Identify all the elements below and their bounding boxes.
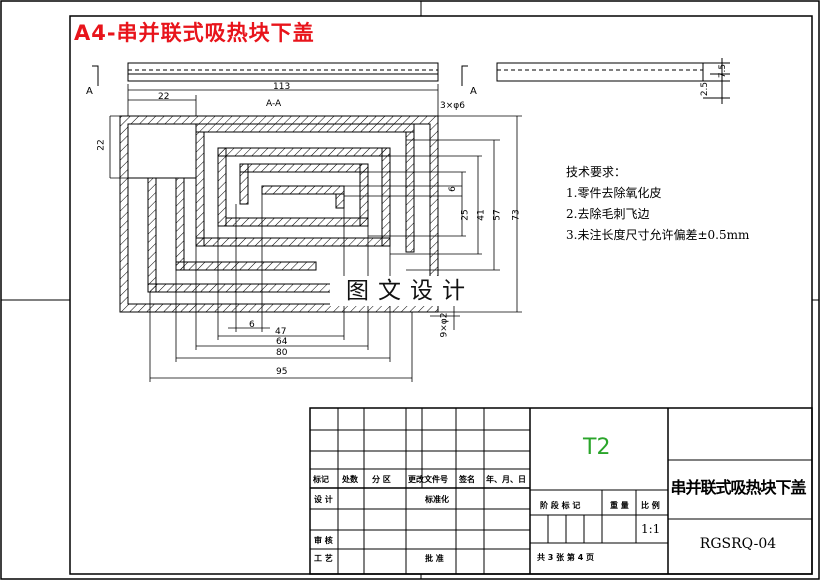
dim-22-side: 22	[96, 139, 107, 151]
dim-95: 95	[276, 367, 288, 377]
dim-80: 80	[276, 348, 288, 358]
tb-label-mark: 标记	[313, 475, 329, 484]
stamp-text: T2	[583, 435, 611, 460]
tech-item-3: 3.未注长度尺寸允许偏差±0.5mm	[566, 228, 750, 242]
dim-47: 47	[275, 327, 287, 337]
dim-73: 73	[511, 209, 522, 221]
section-view	[119, 115, 439, 313]
dim-57: 57	[492, 209, 503, 221]
tb-approve: 批 准	[425, 554, 444, 563]
tb-label-change: 更改文件号	[408, 475, 448, 484]
dim-lines-bottom	[149, 194, 413, 382]
part-name: 串并联式吸热块下盖	[670, 478, 806, 497]
tb-standardize: 标准化	[425, 495, 449, 504]
drawing-number: RGSRQ-04	[699, 536, 777, 552]
tech-requirements: 技术要求： 1.零件去除氧化皮 2.去除毛刺飞边 3.未注长度尺寸允许偏差±0.…	[566, 162, 749, 246]
drawing-title: A4-串并联式吸热块下盖	[74, 21, 315, 45]
section-marks	[92, 65, 468, 86]
top-view	[127, 62, 439, 82]
dim-7-5: 7.5	[718, 63, 729, 79]
tb-design: 设 计	[314, 495, 333, 504]
dim-22-top: 22	[158, 92, 170, 102]
dim-9xphi2: 9×φ2	[439, 312, 450, 338]
dim-113: 113	[273, 82, 291, 92]
tb-weight: 重 量	[610, 501, 629, 510]
tb-review: 审 核	[314, 536, 333, 545]
title-block	[309, 407, 813, 575]
scale-value: 1:1	[641, 522, 661, 536]
tb-label-count: 处数	[342, 475, 358, 484]
tb-sheets: 共 3 张 第 4 页	[537, 553, 595, 562]
watermark-text: 图文设计	[330, 276, 490, 306]
dim-6-bottom: 6	[249, 320, 255, 330]
tb-stage: 阶 段 标 记	[540, 501, 581, 510]
dim-2-5: 2.5	[700, 81, 711, 97]
dim-41: 41	[476, 209, 487, 221]
dim-3xphi6: 3×φ6	[440, 101, 465, 111]
tb-scale-label: 比 例	[641, 501, 660, 510]
tech-heading: 技术要求：	[566, 165, 627, 179]
section-label-right: A	[470, 86, 477, 97]
dim-lines-right	[344, 115, 522, 330]
tb-process: 工 艺	[314, 554, 333, 563]
dim-25: 25	[460, 209, 471, 221]
dim-6-vertical: 6	[447, 186, 458, 192]
tech-item-2: 2.去除毛刺飞边	[566, 207, 650, 221]
tb-label-sign: 签名	[459, 475, 475, 484]
tb-label-date: 年、月、日	[486, 475, 526, 484]
side-view	[496, 58, 730, 104]
tb-label-zone: 分 区	[372, 475, 391, 484]
tech-item-1: 1.零件去除氧化皮	[566, 186, 662, 200]
section-view-name: A-A	[266, 99, 282, 109]
dim-64: 64	[276, 337, 288, 347]
section-label-left: A	[86, 86, 93, 97]
